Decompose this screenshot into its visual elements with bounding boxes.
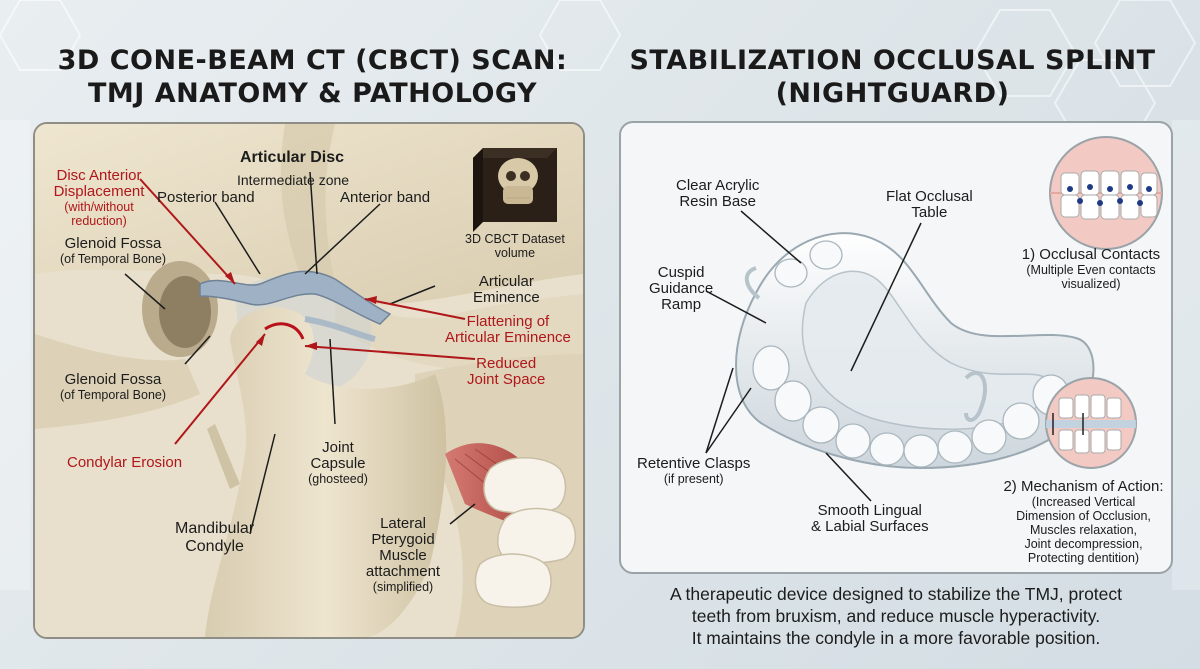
resin-base-label: Clear Acrylic Resin Base (676, 178, 759, 210)
eminence-line2: Eminence (473, 289, 540, 306)
cuspid-ramp-label: Cuspid Guidance Ramp (649, 265, 713, 313)
condyle-line2: Condyle (185, 538, 244, 555)
capsule-line1: Joint (322, 439, 354, 456)
mechanism-label: 2) Mechanism of Action: (Increased Verti… (1001, 478, 1166, 566)
flattening-line1: Flattening of (466, 313, 550, 330)
mandibular-condyle (205, 307, 447, 637)
right-title-line1: STABILIZATION OCCLUSAL SPLINT (629, 45, 1156, 76)
mech-line3: Dimension of Occlusion, (1016, 509, 1151, 523)
lateral-pterygoid-label: Lateral Pterygoid Muscle attachment (sim… (353, 515, 453, 595)
mechanism-inset (1045, 377, 1137, 469)
eminence-line1: Articular (478, 273, 534, 290)
cuspid-line3: Ramp (661, 296, 702, 313)
left-title-line2: TMJ ANATOMY & PATHOLOGY (87, 78, 538, 109)
mech-line4: Muscles relaxation, (1030, 523, 1137, 537)
anterior-band-label: Anterior band (340, 189, 431, 206)
retentive-clasps-label: Retentive Clasps (if present) (637, 455, 751, 487)
glenoid-top-line2: (of Temporal Bone) (59, 252, 167, 266)
contacts-line3: visualized) (1061, 277, 1121, 291)
smooth-surfaces-label: Smooth Lingual & Labial Surfaces (811, 503, 929, 535)
reduced-joint-space-label: Reduced Joint Space (467, 356, 545, 388)
right-title-line2: (NIGHTGUARD) (775, 78, 1010, 109)
splint-description: A therapeutic device designed to stabili… (600, 583, 1192, 649)
dataset-line1: 3D CBCT Dataset (465, 232, 565, 246)
mandibular-condyle-label: Mandibular Condyle (175, 520, 254, 556)
description-line1: A therapeutic device designed to stabili… (669, 584, 1123, 604)
glenoid-top-line1: Glenoid Fossa (64, 235, 162, 252)
smooth-line2: & Labial Surfaces (811, 518, 929, 535)
contacts-line1: 1) Occlusal Contacts (1021, 246, 1161, 263)
cuspid-line2: Guidance (649, 280, 714, 297)
right-panel-title: STABILIZATION OCCLUSAL SPLINT (NIGHTGUAR… (615, 44, 1170, 110)
disc-displacement-line3: (with/without (64, 200, 134, 214)
capsule-line3: (ghosteed) (308, 472, 368, 486)
articular-disc-label: Articular Disc (240, 149, 345, 166)
description-line2: teeth from bruxism, and reduce muscle hy… (691, 606, 1101, 626)
pterygoid-line5: (simplified) (372, 580, 434, 594)
flattening-label: Flattening of Articular Eminence (445, 314, 571, 346)
glenoid-fossa-top-label: Glenoid Fossa (of Temporal Bone) (53, 235, 173, 267)
resin-line1: Clear Acrylic (676, 177, 760, 194)
disc-displacement-label: Disc Anterior Displacement (with/without… (43, 167, 155, 229)
contacts-line2: (Multiple Even contacts (1026, 263, 1156, 277)
description-line3: It maintains the condyle in a more favor… (691, 628, 1101, 648)
cuspid-line1: Cuspid (657, 264, 705, 281)
dataset-line2: volume (494, 246, 536, 260)
disc-displacement-line2: Displacement (53, 183, 145, 200)
condyle-line1: Mandibular (175, 520, 255, 537)
pterygoid-line3: Muscle (379, 547, 427, 564)
glenoid-bottom-line2: (of Temporal Bone) (59, 388, 167, 402)
clasps-line2: (if present) (663, 472, 724, 486)
disc-displacement-line1: Disc Anterior (56, 167, 142, 184)
mech-line1: 2) Mechanism of Action: (1003, 478, 1164, 495)
occlusal-table-label: Flat Occlusal Table (886, 189, 973, 221)
cbct-dataset-label: 3D CBCT Dataset volume (465, 232, 565, 260)
left-panel-title: 3D CONE-BEAM CT (CBCT) SCAN: TMJ ANATOMY… (40, 44, 585, 110)
tmj-illustration (35, 124, 583, 637)
resin-line2: Resin Base (679, 193, 757, 210)
mech-line2: (Increased Vertical (1031, 495, 1136, 509)
table-line1: Flat Occlusal (886, 188, 973, 205)
pterygoid-line1: Lateral (380, 515, 426, 532)
articular-eminence-label: Articular Eminence (473, 274, 540, 306)
articular-disc (199, 270, 392, 325)
reduced-line2: Joint Space (467, 371, 546, 388)
mech-line5: Joint decompression, (1024, 537, 1143, 551)
table-line2: Table (911, 204, 948, 221)
occlusal-splint-panel: Clear Acrylic Resin Base Flat Occlusal T… (619, 121, 1173, 574)
smooth-line1: Smooth Lingual (817, 502, 922, 519)
capsule-line2: Capsule (310, 455, 366, 472)
glenoid-bottom-line1: Glenoid Fossa (64, 371, 162, 388)
pterygoid-line4: attachment (365, 563, 441, 580)
disc-displacement-line4: reduction) (71, 214, 127, 228)
tmj-anatomy-panel: Disc Anterior Displacement (with/without… (33, 122, 585, 639)
intermediate-zone-label: Intermediate zone (237, 172, 350, 188)
clasps-line1: Retentive Clasps (637, 455, 751, 472)
reduced-line1: Reduced (476, 355, 537, 372)
glenoid-fossa-bottom-label: Glenoid Fossa (of Temporal Bone) (53, 371, 173, 403)
condylar-erosion-label: Condylar Erosion (67, 454, 183, 471)
left-title-line1: 3D CONE-BEAM CT (CBCT) SCAN: (57, 45, 568, 76)
cbct-dataset-cube (473, 148, 557, 232)
pterygoid-line2: Pterygoid (371, 531, 435, 548)
molar-teeth (474, 457, 577, 608)
flattening-line2: Articular Eminence (445, 329, 571, 346)
joint-capsule-label: Joint Capsule (ghosteed) (293, 439, 383, 487)
splint-illustration (705, 136, 1163, 502)
posterior-band-label: Posterior band (157, 189, 255, 206)
mech-line6: Protecting dentition) (1027, 551, 1140, 565)
occlusal-contacts-inset (1049, 136, 1163, 250)
occlusal-contacts-label: 1) Occlusal Contacts (Multiple Even cont… (1016, 246, 1166, 292)
